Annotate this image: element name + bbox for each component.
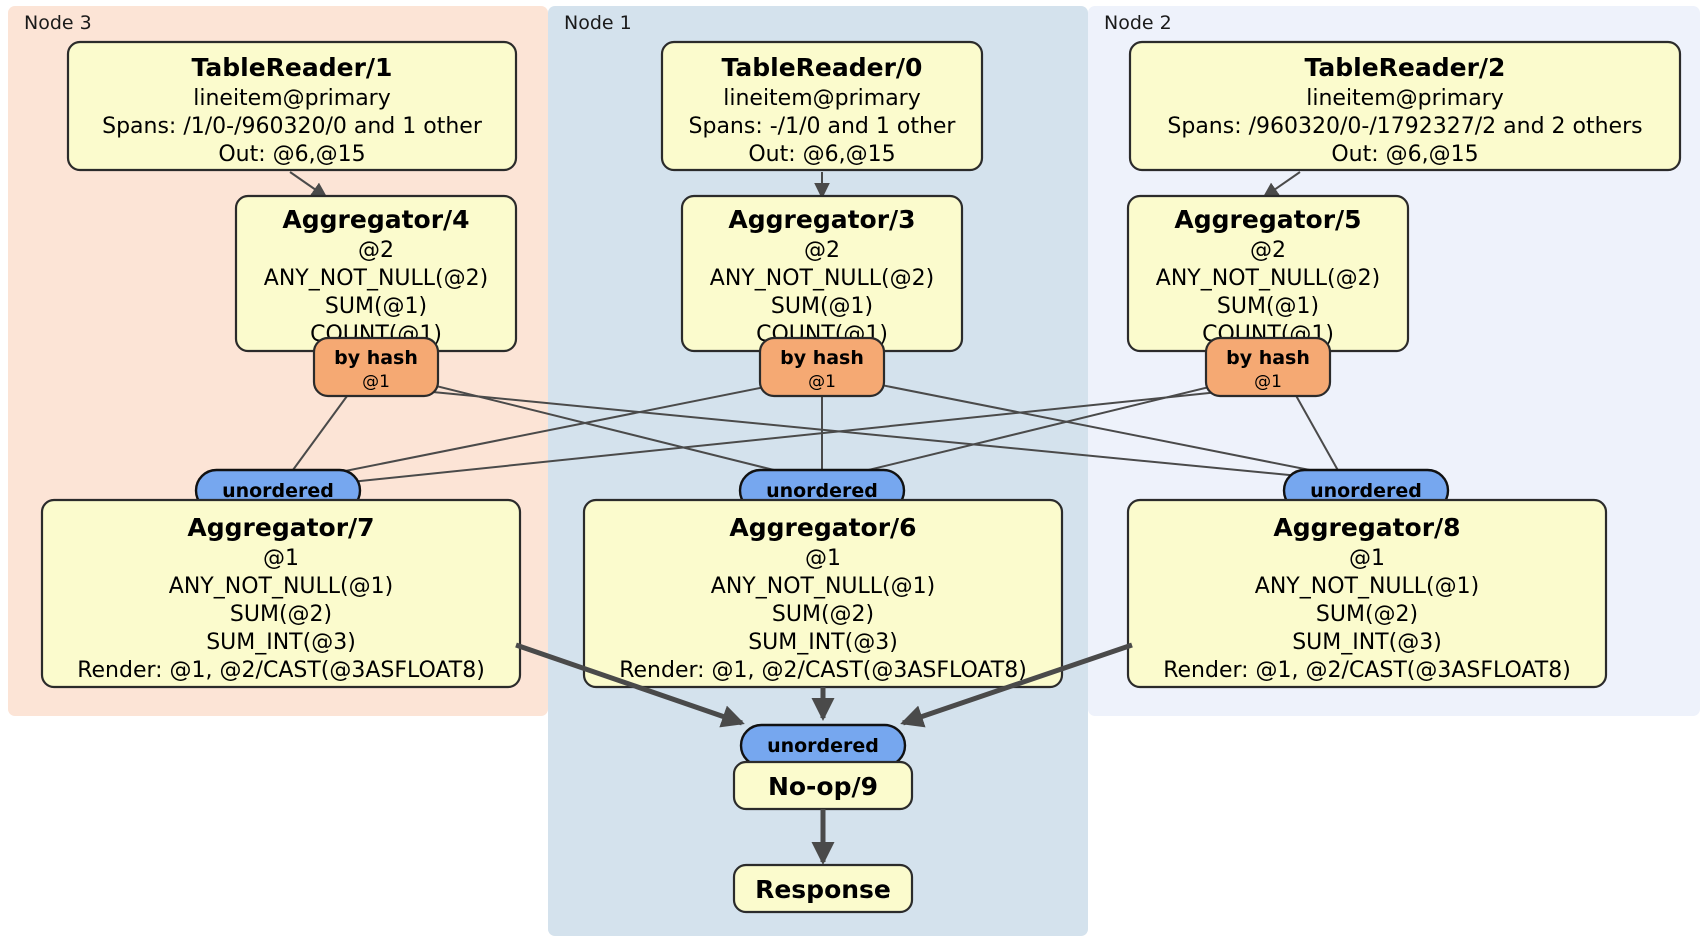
edge-hash3-to-unord8 xyxy=(855,379,1331,475)
processor-aggregator-5[interactable]: Aggregator/5 @2 ANY_NOT_NULL(@2) SUM(@1)… xyxy=(1126,194,1410,353)
processor-line: Spans: /960320/0-/1792327/2 and 2 others xyxy=(1167,114,1642,139)
processor-tablereader-1[interactable]: TableReader/1 lineitem@primary Spans: /1… xyxy=(66,40,518,172)
unordered-badge-label: unordered xyxy=(767,735,879,757)
processor-line: @1 xyxy=(1349,546,1385,571)
hash-badge-sub: @1 xyxy=(362,372,390,392)
processor-line: @1 xyxy=(263,546,299,571)
edge-tr1-to-agg4 xyxy=(289,171,328,199)
edge-hash3-to-unord7 xyxy=(299,381,791,481)
processor-line: Spans: /1/0-/960320/0 and 1 other xyxy=(102,114,483,139)
unordered-badge-label: unordered xyxy=(222,480,334,502)
processor-line: @2 xyxy=(358,238,394,263)
processor-line: Out: @6,@15 xyxy=(1331,142,1478,167)
processor-line: ANY_NOT_NULL(@1) xyxy=(1255,574,1479,599)
hash-badge-sub: @1 xyxy=(1254,372,1282,392)
processor-title: TableReader/1 xyxy=(192,53,393,82)
edge-hash5-to-unord7 xyxy=(311,389,1239,487)
processor-line: Spans: -/1/0 and 1 other xyxy=(689,114,957,139)
edge-hash5-to-unord6 xyxy=(851,379,1239,475)
edge-hash4-to-unord8 xyxy=(411,389,1321,479)
output-router-hash-4[interactable]: by hash @1 xyxy=(312,336,440,398)
output-router-hash-5[interactable]: by hash @1 xyxy=(1204,336,1332,398)
processor-line: ANY_NOT_NULL(@2) xyxy=(1156,266,1380,291)
processor-title: Response xyxy=(755,875,891,904)
processor-noop-9[interactable]: No-op/9 xyxy=(732,760,914,811)
processor-line: @1 xyxy=(805,546,841,571)
edge-tablereader-to-aggregator-group xyxy=(289,171,1301,199)
processor-tablereader-2[interactable]: TableReader/2 lineitem@primary Spans: /9… xyxy=(1128,40,1682,172)
edge-final-aggregators-to-noop xyxy=(515,642,1133,728)
processor-aggregator-3[interactable]: Aggregator/3 @2 ANY_NOT_NULL(@2) SUM(@1)… xyxy=(680,194,964,353)
processor-line: SUM_INT(@3) xyxy=(1292,630,1442,655)
processor-title: TableReader/0 xyxy=(722,53,923,82)
hash-badge-label: by hash xyxy=(780,347,864,369)
processor-title: Aggregator/3 xyxy=(728,205,915,234)
processor-line: SUM(@2) xyxy=(1316,602,1418,627)
hash-badge-label: by hash xyxy=(334,347,418,369)
processor-title: Aggregator/7 xyxy=(187,513,374,542)
processor-title: Aggregator/5 xyxy=(1174,205,1361,234)
processor-line: ANY_NOT_NULL(@1) xyxy=(711,574,935,599)
processor-title: No-op/9 xyxy=(768,772,878,801)
node-panel-label-node1: Node 1 xyxy=(564,12,632,34)
processor-line: SUM(@2) xyxy=(772,602,874,627)
processor-line: SUM(@1) xyxy=(771,294,873,319)
processor-line: lineitem@primary xyxy=(193,86,391,111)
processor-title: TableReader/2 xyxy=(1305,53,1506,82)
hash-badge-label: by hash xyxy=(1226,347,1310,369)
processor-aggregator-4[interactable]: Aggregator/4 @2 ANY_NOT_NULL(@2) SUM(@1)… xyxy=(234,194,518,353)
output-router-hash-3[interactable]: by hash @1 xyxy=(758,336,886,398)
processor-line: SUM_INT(@3) xyxy=(748,630,898,655)
processor-line: @2 xyxy=(804,238,840,263)
edge-agg7-to-unord9 xyxy=(515,642,745,728)
processor-aggregator-7[interactable]: Aggregator/7 @1 ANY_NOT_NULL(@1) SUM(@2)… xyxy=(40,498,522,689)
processor-aggregator-6[interactable]: Aggregator/6 @1 ANY_NOT_NULL(@1) SUM(@2)… xyxy=(582,498,1064,689)
edge-hash5-to-unord8 xyxy=(1293,391,1341,475)
processor-line: SUM(@2) xyxy=(230,602,332,627)
node-panel-label-node2: Node 2 xyxy=(1104,12,1172,34)
processor-line: lineitem@primary xyxy=(1306,86,1504,111)
processor-title: Aggregator/8 xyxy=(1273,513,1460,542)
edge-hash-to-unordered-mesh xyxy=(289,379,1341,487)
processor-line: SUM(@1) xyxy=(1217,294,1319,319)
processor-line: Out: @6,@15 xyxy=(218,142,365,167)
unordered-badge-label: unordered xyxy=(766,480,878,502)
processor-line: ANY_NOT_NULL(@1) xyxy=(169,574,393,599)
processor-line: Out: @6,@15 xyxy=(748,142,895,167)
edge-hash4-to-unord7 xyxy=(289,391,351,475)
processor-aggregator-8[interactable]: Aggregator/8 @1 ANY_NOT_NULL(@1) SUM(@2)… xyxy=(1126,498,1608,689)
processor-response[interactable]: Response xyxy=(732,863,914,914)
edge-tr2-to-agg5 xyxy=(1262,171,1301,199)
processor-line: lineitem@primary xyxy=(723,86,921,111)
processor-title: Aggregator/4 xyxy=(282,205,469,234)
processor-tablereader-0[interactable]: TableReader/0 lineitem@primary Spans: -/… xyxy=(660,40,984,172)
processor-title: Aggregator/6 xyxy=(729,513,916,542)
processor-line: @2 xyxy=(1250,238,1286,263)
processor-line: Render: @1, @2/CAST(@3ASFLOAT8) xyxy=(1163,658,1571,683)
processor-line: Render: @1, @2/CAST(@3ASFLOAT8) xyxy=(619,658,1027,683)
unordered-badge-label: unordered xyxy=(1310,480,1422,502)
edge-agg8-to-unord9 xyxy=(900,642,1133,728)
processor-line: ANY_NOT_NULL(@2) xyxy=(710,266,934,291)
processor-line: ANY_NOT_NULL(@2) xyxy=(264,266,488,291)
input-synchronizer-unordered-9[interactable]: unordered xyxy=(739,723,907,768)
hash-badge-sub: @1 xyxy=(808,372,836,392)
processor-line: Render: @1, @2/CAST(@3ASFLOAT8) xyxy=(77,658,485,683)
processor-line: SUM(@1) xyxy=(325,294,427,319)
node-panel-label-node3: Node 3 xyxy=(24,12,92,34)
processor-line: SUM_INT(@3) xyxy=(206,630,356,655)
